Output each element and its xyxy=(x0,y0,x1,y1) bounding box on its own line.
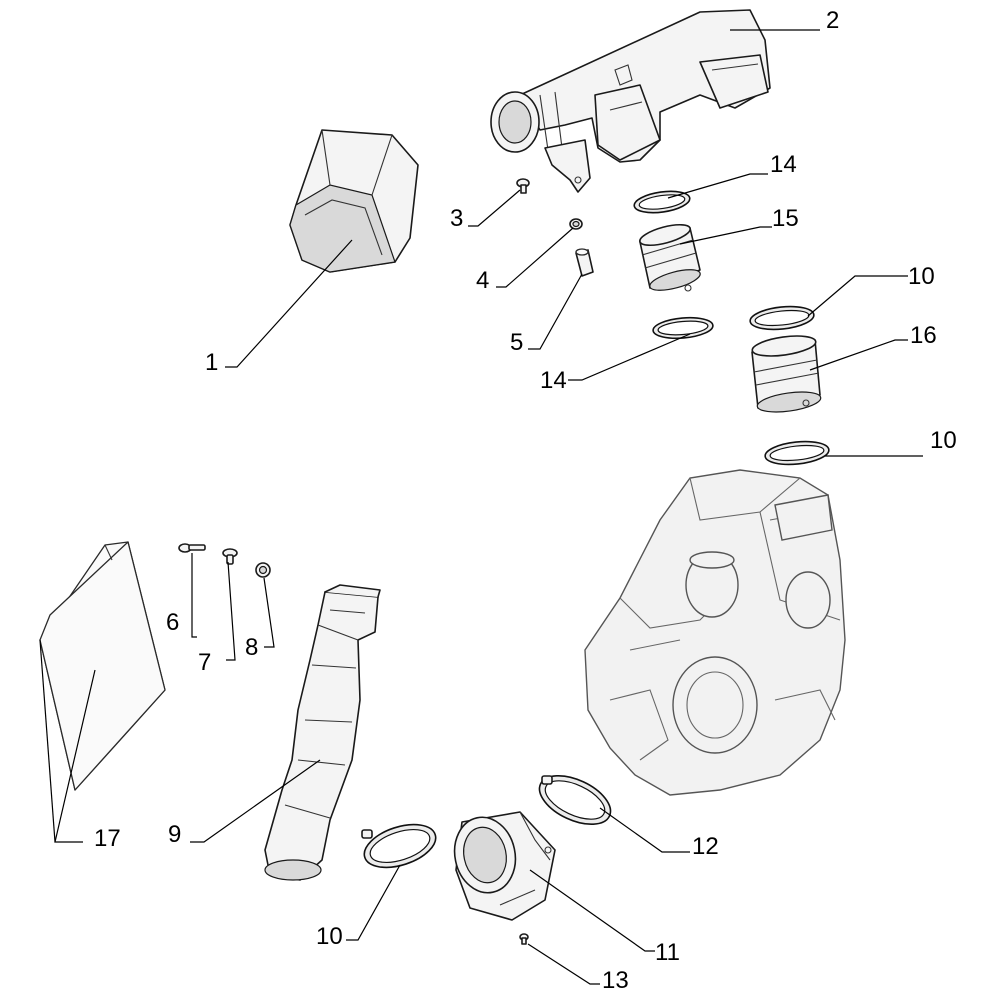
part-10-clamp-bottom xyxy=(361,823,437,869)
callout-3: 3 xyxy=(450,205,463,232)
leader-1 xyxy=(225,239,353,368)
part-14-clamp-upper xyxy=(633,190,691,214)
leader-14b xyxy=(568,333,691,381)
part-10-clamp-middle-right xyxy=(764,440,830,466)
callout-17: 17 xyxy=(94,825,121,852)
callout-15: 15 xyxy=(772,205,799,232)
callout-10-middle: 10 xyxy=(930,427,957,454)
part-7-rivet xyxy=(222,548,238,565)
leader-11 xyxy=(529,869,655,952)
part-1-filter-cover xyxy=(289,129,419,273)
callout-2: 2 xyxy=(826,7,839,34)
housing-body xyxy=(584,469,846,796)
leader-9 xyxy=(190,759,321,843)
callout-13: 13 xyxy=(602,967,629,994)
callout-6: 6 xyxy=(166,609,179,636)
callout-4: 4 xyxy=(476,267,489,294)
callout-14-upper: 14 xyxy=(770,151,797,178)
leader-6 xyxy=(191,553,197,638)
leader-14a xyxy=(667,173,768,199)
part-4-nut xyxy=(569,218,583,230)
part-2-intake-manifold xyxy=(490,9,771,193)
leader-13 xyxy=(527,943,600,985)
callout-7: 7 xyxy=(198,649,211,676)
callout-10-upper: 10 xyxy=(908,263,935,290)
callout-11: 11 xyxy=(655,939,680,966)
leader-10c xyxy=(346,864,401,941)
part-15-connector xyxy=(639,223,701,292)
callout-1: 1 xyxy=(205,349,218,376)
part-17-gasket-sheets xyxy=(39,541,166,791)
part-13-screw xyxy=(519,933,529,945)
callout-12: 12 xyxy=(692,833,719,860)
callout-14-lower: 14 xyxy=(540,367,567,394)
callout-10-bottom: 10 xyxy=(316,923,343,950)
callout-5: 5 xyxy=(510,329,523,356)
part-6-bolt xyxy=(178,543,206,553)
part-3-screw xyxy=(516,178,530,194)
leader-8 xyxy=(263,577,275,648)
callout-9: 9 xyxy=(168,821,181,848)
leader-15 xyxy=(679,226,772,245)
leader-4 xyxy=(496,227,574,288)
part-16-sleeve xyxy=(751,335,822,413)
leader-5 xyxy=(528,273,583,350)
part-8-grommet xyxy=(255,562,271,578)
leader-10a xyxy=(807,275,908,317)
leader-lines xyxy=(39,29,923,985)
part-9-intake-duct xyxy=(264,584,381,881)
callout-16: 16 xyxy=(910,322,937,349)
leader-7 xyxy=(226,561,236,661)
leader-17b xyxy=(39,639,56,843)
leader-12 xyxy=(599,807,690,853)
part-12-clamp xyxy=(538,774,612,826)
part-14-clamp-lower xyxy=(652,316,714,340)
callout-labels: 1 2 3 4 5 6 7 8 9 10 10 10 11 12 13 14 1… xyxy=(94,7,957,994)
part-5-spacer xyxy=(575,248,594,277)
part-11-elbow-adapter xyxy=(453,811,556,921)
leader-16 xyxy=(809,339,908,371)
part-10-clamp-upper-right xyxy=(749,305,815,331)
callout-8: 8 xyxy=(245,634,258,661)
leader-3 xyxy=(468,189,521,227)
